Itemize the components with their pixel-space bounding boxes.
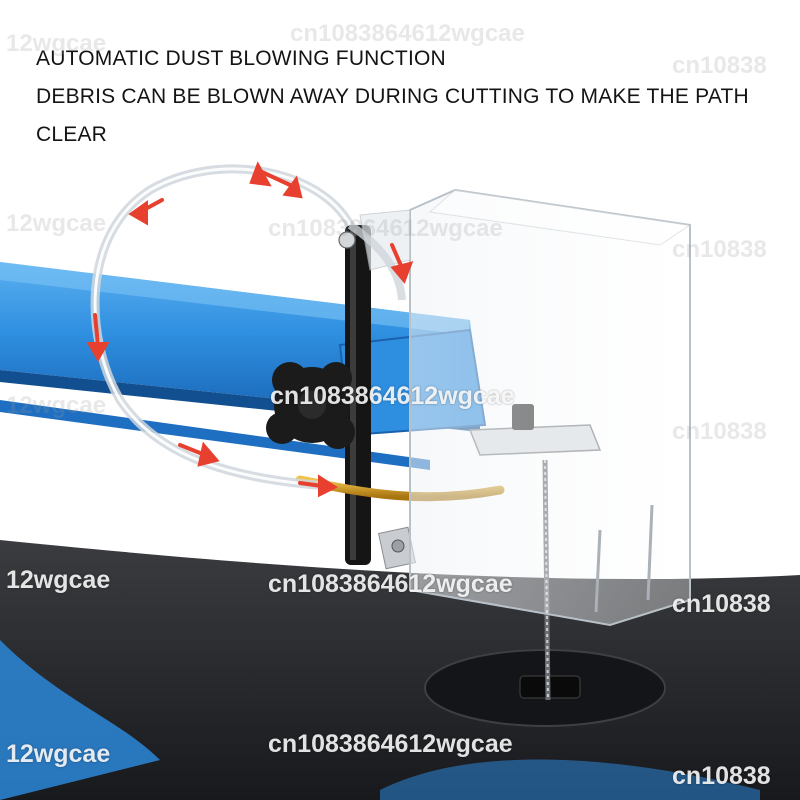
arrow-3-head — [86, 342, 110, 363]
watermark-mid-right: cn10838 — [672, 236, 767, 263]
bracket-screw — [391, 539, 405, 553]
air-hose-end — [347, 221, 406, 301]
feature-caption: AUTOMATIC DUST BLOWING FUNCTION DEBRIS C… — [36, 40, 776, 154]
arrow-2-head — [128, 200, 148, 226]
guard-top — [428, 189, 692, 246]
watermark-top-right: cn10838 — [672, 52, 767, 79]
watermark-bottom-left: 12wgcae — [6, 740, 111, 768]
arrow-6-head — [390, 261, 414, 284]
watermark-mid-center: cn1083864612wgcae — [268, 215, 503, 242]
watermark-row4-left: 12wgcae — [6, 566, 111, 594]
arrow-1 — [260, 170, 292, 187]
lock-knob — [266, 362, 355, 449]
watermark-mid-left: 12wgcae — [6, 210, 107, 237]
rod-highlight — [350, 230, 356, 560]
caption-line-3: CLEAR — [36, 123, 108, 146]
watermark-bottom-center: cn1083864612wgcae — [268, 730, 513, 758]
blue-base-edge-right — [380, 759, 760, 800]
arrow-1-head-b — [282, 175, 303, 199]
watermark-row4-right: cn10838 — [672, 590, 771, 618]
lower-arm-strip — [0, 400, 430, 470]
arrow-6 — [390, 243, 404, 270]
watermark-row3-right: cn10838 — [672, 418, 767, 445]
blue-base-edge — [0, 640, 160, 800]
watermark-top-center: cn1083864612wgcae — [290, 20, 525, 47]
guard-foot-left — [594, 529, 602, 613]
watermark-row3-left: 12wgcae — [6, 392, 107, 419]
top-screw — [338, 231, 356, 249]
caption-line-2: DEBRIS CAN BE BLOWN AWAY DURING CUTTING … — [36, 85, 749, 108]
watermark-top-left: 12wgcae — [6, 30, 107, 57]
caption-heading: AUTOMATIC DUST BLOWING FUNCTION — [36, 47, 446, 70]
watermark-row4-center: cn1083864612wgcae — [268, 570, 513, 598]
arrow-4-head — [197, 441, 220, 467]
airflow-arrows — [86, 161, 414, 498]
arrow-5-head — [318, 474, 339, 498]
arrow-1-head-a — [249, 161, 272, 187]
watermark-bottom-right: cn10838 — [672, 762, 771, 790]
arrow-3 — [93, 313, 100, 347]
guard-foot-right — [646, 504, 654, 601]
watermark-row3-center: cn1083864612wgcae — [270, 382, 515, 410]
